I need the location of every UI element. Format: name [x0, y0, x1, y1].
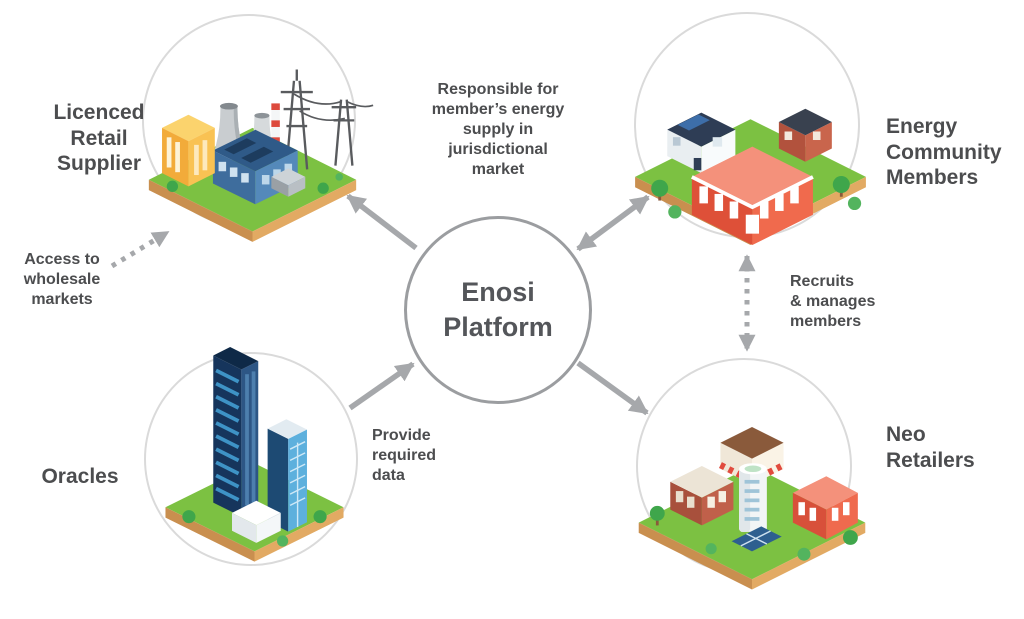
bush-icon	[335, 173, 343, 181]
tree-icon	[651, 175, 862, 219]
retail-buildings-illustration	[638, 427, 866, 590]
annotation-recruits-members: Recruits & manages members	[790, 273, 876, 330]
label-energy-community-members: Energy Community Members	[886, 115, 1002, 190]
power-plant-illustration	[148, 69, 374, 242]
glass-tower-tall-icon	[213, 347, 259, 517]
label-oracles: Oracles	[41, 465, 119, 488]
bush-icon	[182, 510, 327, 547]
podium-building-icon	[232, 500, 281, 543]
glass-tower-short-icon	[267, 419, 307, 532]
bush-icon	[166, 180, 179, 192]
house-brick-icon	[778, 108, 832, 162]
label-licenced-retail-supplier: Licenced Retail Supplier	[53, 101, 145, 176]
red-retail-building-icon	[792, 476, 858, 540]
annotation-wholesale-access: Access to wholesale markets	[23, 251, 101, 308]
brick-shop-icon	[670, 466, 734, 526]
annotation-provide-data: Provide required data	[372, 427, 437, 484]
office-building-icon	[162, 114, 215, 187]
transmission-pylons-icon	[280, 69, 374, 170]
solar-panel-icon	[731, 526, 782, 552]
annotation-energy-supply: Responsible for member’s energy supply i…	[431, 81, 565, 178]
transformer-box-icon	[271, 168, 306, 197]
community-buildings-illustration	[635, 108, 866, 245]
center-node-enosi-platform: Enosi Platform	[404, 216, 592, 404]
house-solar-icon	[667, 112, 736, 174]
center-node-label: Enosi Platform	[443, 276, 553, 342]
bush-icon	[317, 182, 329, 194]
tree-icon	[649, 505, 858, 561]
white-tower-icon	[739, 463, 767, 532]
label-neo-retailers: Neo Retailers	[886, 423, 975, 472]
school-building-icon	[691, 146, 814, 245]
skyscrapers-illustration	[165, 347, 344, 562]
